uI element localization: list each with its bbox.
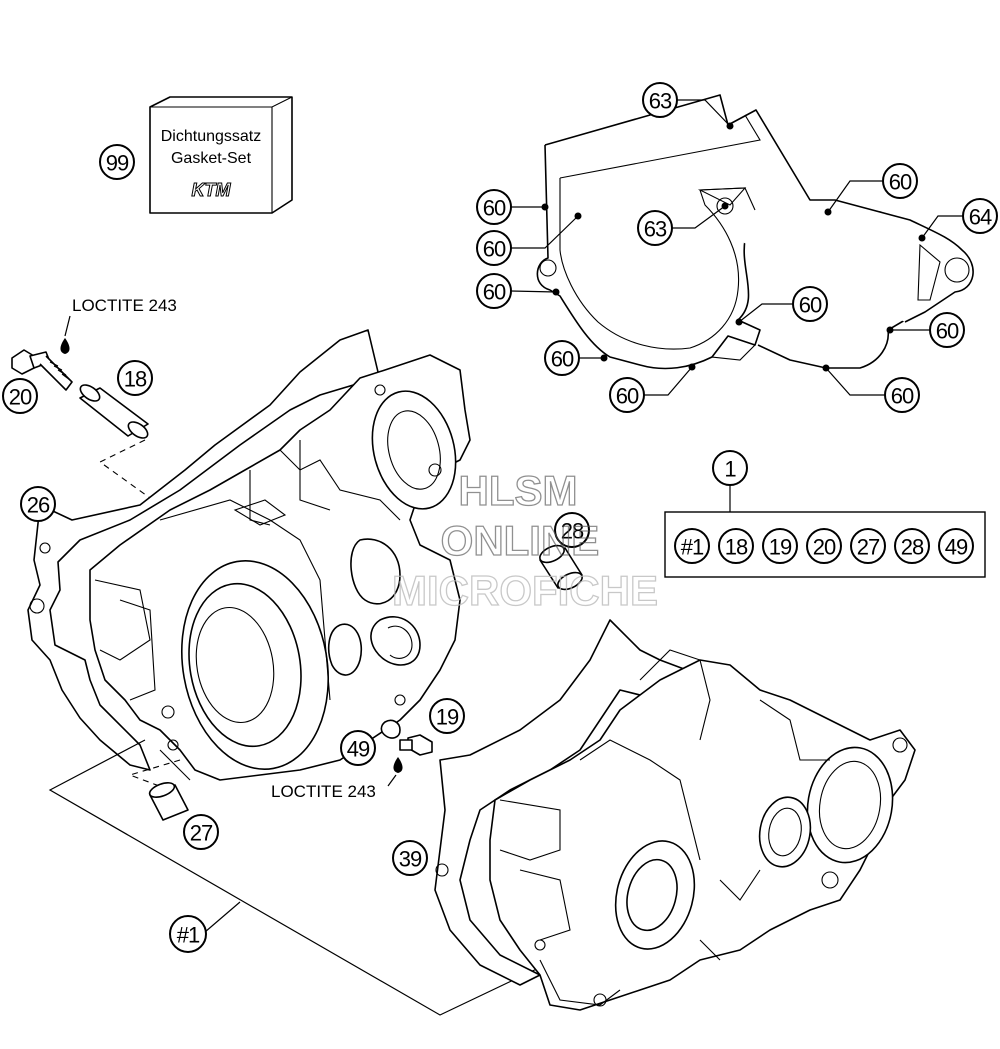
bolt-19[interactable] [399, 734, 433, 756]
loctite-label-top: LOCTITE 243 [72, 296, 177, 315]
kit-item-callout[interactable]: 19 [762, 528, 798, 564]
kit-item-label: 27 [857, 535, 880, 560]
svg-text:HLSM: HLSM [459, 467, 578, 514]
svg-text:60: 60 [483, 280, 506, 305]
callout-60-center[interactable]: 60 [792, 286, 828, 322]
svg-text:60: 60 [889, 170, 912, 195]
callout-60-bottom-right[interactable]: 60 [884, 377, 920, 413]
kit-item-callout[interactable]: 18 [718, 528, 754, 564]
callout-27[interactable]: 27 [183, 814, 219, 850]
screw-20[interactable] [11, 349, 73, 391]
svg-text:60: 60 [936, 319, 959, 344]
kit-item-label: 19 [769, 535, 792, 560]
callout-26[interactable]: 26 [20, 486, 56, 522]
kit-item-callout[interactable]: #1 [674, 528, 710, 564]
svg-text:63: 63 [649, 89, 672, 114]
callout-64[interactable]: 64 [962, 198, 998, 234]
callout-19[interactable]: 19 [429, 698, 465, 734]
callout-hash1[interactable]: #1 [169, 915, 207, 953]
kit-item-label: 18 [725, 535, 748, 560]
svg-text:20: 20 [9, 385, 32, 410]
svg-text:26: 26 [27, 493, 50, 518]
crankcase-bracket [48, 739, 546, 1016]
callout-99[interactable]: 99 [99, 144, 135, 180]
svg-text:39: 39 [399, 847, 422, 872]
kit-contents-list: #1 18 19 20 27 28 49 [674, 528, 974, 564]
svg-text:99: 99 [106, 151, 129, 176]
kit-item-label: 20 [813, 535, 836, 560]
kit-item-callout[interactable]: 28 [894, 528, 930, 564]
svg-text:49: 49 [347, 737, 370, 762]
svg-text:60: 60 [483, 196, 506, 221]
svg-text:18: 18 [124, 367, 147, 392]
callout-18[interactable]: 18 [117, 360, 153, 396]
loctite-label-bottom: LOCTITE 243 [271, 782, 376, 801]
kit-item-callout[interactable]: 20 [806, 528, 842, 564]
callout-63-top[interactable]: 63 [642, 82, 678, 118]
svg-text:60: 60 [799, 293, 822, 318]
watermark: HLSM ONLINE MICROFICHE [391, 466, 658, 614]
crankcase-gasket-26[interactable] [27, 329, 379, 771]
svg-text:60: 60 [616, 384, 639, 409]
callout-39[interactable]: 39 [392, 840, 428, 876]
loctite-drop-top-icon [60, 338, 70, 354]
callout-49[interactable]: 49 [340, 730, 376, 766]
callout-63-mid[interactable]: 63 [637, 210, 673, 246]
callout-60-left-2[interactable]: 60 [476, 230, 512, 266]
callout-60-bottom-mid[interactable]: 60 [609, 377, 645, 413]
callout-60-left-1[interactable]: 60 [476, 189, 512, 225]
bushing-28[interactable] [537, 542, 584, 593]
svg-text:27: 27 [190, 821, 213, 846]
washer-49[interactable] [380, 719, 401, 739]
left-crankcase-half[interactable] [89, 354, 471, 781]
svg-text:63: 63 [644, 217, 667, 242]
svg-text:28: 28 [561, 519, 584, 544]
gasket-set-box[interactable]: Dichtungssatz Gasket-Set KTM [149, 96, 293, 214]
svg-text:19: 19 [436, 705, 459, 730]
svg-text:1: 1 [724, 457, 736, 482]
right-crankcase-half[interactable] [489, 649, 916, 1011]
dowel-27[interactable] [148, 780, 189, 821]
kit-item-label: 49 [945, 535, 968, 560]
callout-20[interactable]: 20 [2, 378, 38, 414]
svg-text:60: 60 [551, 347, 574, 372]
svg-text:#1: #1 [177, 923, 200, 948]
callout-28[interactable]: 28 [554, 512, 590, 548]
kit-item-label: #1 [681, 535, 704, 560]
svg-text:60: 60 [483, 237, 506, 262]
svg-text:MICROFICHE: MICROFICHE [392, 567, 658, 614]
sleeve-18[interactable] [78, 382, 151, 441]
svg-text:60: 60 [891, 384, 914, 409]
kit-item-callout[interactable]: 27 [850, 528, 886, 564]
gasket-leaders [510, 99, 963, 396]
callout-60-bottom-left[interactable]: 60 [544, 340, 580, 376]
svg-text:64: 64 [969, 205, 992, 230]
loctite-drop-bottom-icon [393, 757, 403, 773]
kit-item-callout[interactable]: 49 [938, 528, 974, 564]
callout-60-left-3[interactable]: 60 [476, 273, 512, 309]
callout-60-top-right[interactable]: 60 [882, 163, 918, 199]
callout-60-right[interactable]: 60 [929, 312, 965, 348]
gasket-set-label-en: Gasket-Set [171, 150, 252, 167]
svg-text:ONLINE: ONLINE [441, 517, 600, 564]
kit-item-label: 28 [901, 535, 924, 560]
callout-1[interactable]: 1 [712, 450, 748, 486]
ktm-logo: KTM [192, 180, 232, 200]
gasket-set-label-de: Dichtungssatz [161, 128, 262, 145]
